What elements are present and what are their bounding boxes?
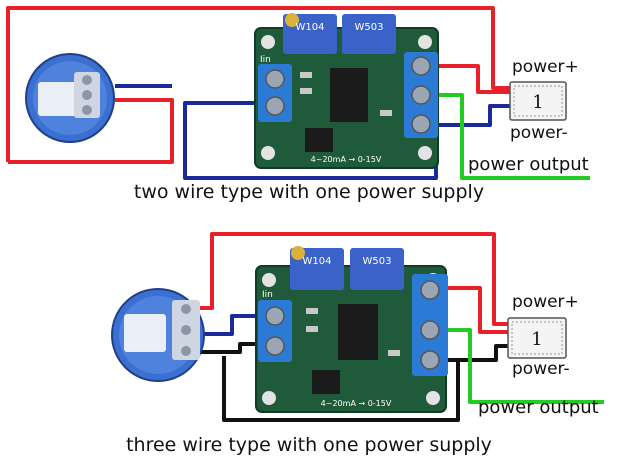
bottom-example: W104 W503 Iin 4~20mA → 0-15V 1 bbox=[111, 232, 604, 422]
bottom-black-wire-sensor bbox=[200, 342, 260, 354]
bottom-input-label: Iin bbox=[262, 290, 273, 300]
bottom-wires bbox=[200, 232, 604, 422]
bottom-pot-right bbox=[350, 248, 404, 290]
bottom-green-wire-output bbox=[433, 328, 604, 404]
top-power-supply-inner bbox=[513, 85, 563, 117]
bottom-sensor-label bbox=[124, 314, 166, 352]
top-output-label: 4~20mA → 0-15V bbox=[311, 155, 382, 164]
bottom-mount-hole-4 bbox=[426, 391, 440, 405]
top-mount-hole-3 bbox=[261, 146, 275, 160]
bottom-power-supply-body bbox=[507, 317, 567, 359]
bottom-power-supply-number: 1 bbox=[531, 329, 542, 350]
bottom-red-wire-sensor bbox=[200, 232, 510, 326]
top-sensor bbox=[25, 53, 115, 143]
top-power-supply-number: 1 bbox=[532, 92, 543, 113]
top-power-output-label: power output bbox=[468, 154, 589, 175]
bottom-power-output-label: power output bbox=[478, 397, 599, 418]
bottom-terminal-right-screw-3 bbox=[420, 350, 440, 370]
top-ic-1 bbox=[330, 68, 368, 122]
bottom-pot-left-label: W104 bbox=[303, 256, 332, 267]
bottom-mount-hole-3 bbox=[262, 391, 276, 405]
bottom-caption: three wire type with one power supply bbox=[126, 434, 492, 456]
bottom-pot-left bbox=[290, 248, 344, 290]
bottom-terminal-left-screw-1 bbox=[265, 306, 285, 326]
bottom-pot-right-label: W503 bbox=[363, 256, 392, 267]
bottom-sensor-screw-1 bbox=[181, 304, 191, 314]
top-terminal-left-screw-2 bbox=[265, 96, 285, 116]
top-mount-hole-1 bbox=[261, 35, 275, 49]
top-power-minus-label: power- bbox=[510, 123, 568, 143]
top-wires bbox=[6, 6, 590, 180]
bottom-terminal-right-screw-2 bbox=[420, 320, 440, 340]
top-red-wire-sensor-out bbox=[8, 98, 174, 164]
top-pot-right bbox=[342, 14, 396, 54]
top-example: W104 W503 Iin 4~20mA → 0-15V 1 bbox=[6, 6, 590, 180]
top-smd-3 bbox=[380, 110, 392, 116]
bottom-ic-2 bbox=[312, 370, 340, 394]
top-pot-knob bbox=[285, 13, 299, 27]
bottom-power-minus-label: power- bbox=[512, 359, 570, 379]
top-sensor-screw-1 bbox=[82, 75, 92, 85]
top-terminal-right-screw-2 bbox=[411, 85, 431, 105]
top-smd-2 bbox=[300, 88, 312, 94]
top-terminal-right-screw-1 bbox=[411, 56, 431, 76]
top-blue-wire-minus bbox=[423, 104, 512, 127]
top-pot-right-label: W503 bbox=[355, 22, 384, 33]
bottom-board: W104 W503 Iin 4~20mA → 0-15V bbox=[255, 246, 448, 413]
bottom-pot-knob bbox=[291, 246, 305, 260]
bottom-sensor bbox=[111, 288, 205, 382]
bottom-output-label: 4~20mA → 0-15V bbox=[321, 399, 392, 408]
bottom-mount-hole-1 bbox=[262, 273, 276, 287]
bottom-black-wire-loop bbox=[222, 356, 460, 422]
top-mount-hole-2 bbox=[418, 35, 432, 49]
top-power-supply: 1 bbox=[509, 81, 567, 121]
top-terminal-right-screw-3 bbox=[411, 114, 431, 134]
top-power-supply-body bbox=[509, 81, 567, 121]
bottom-sensor-screw-2 bbox=[181, 325, 191, 335]
top-red-wire-sensor bbox=[6, 6, 512, 162]
top-pot-left-label: W104 bbox=[296, 22, 325, 33]
top-sensor-screw-3 bbox=[82, 105, 92, 115]
bottom-power-supply: 1 bbox=[507, 317, 567, 359]
bottom-smd-1 bbox=[306, 308, 318, 314]
top-red-wire-board bbox=[423, 64, 512, 94]
top-board: W104 W503 Iin 4~20mA → 0-15V bbox=[254, 13, 439, 169]
top-terminal-left-screw-1 bbox=[265, 69, 285, 89]
bottom-power-supply-inner bbox=[511, 321, 563, 355]
top-sensor-screw-2 bbox=[82, 90, 92, 100]
bottom-smd-2 bbox=[306, 326, 318, 332]
bottom-sensor-screw-3 bbox=[181, 346, 191, 356]
bottom-smd-3 bbox=[388, 350, 400, 356]
bottom-terminal-right-screw-1 bbox=[420, 280, 440, 300]
top-caption: two wire type with one power supply bbox=[133, 181, 485, 203]
top-sensor-label bbox=[38, 82, 78, 116]
bottom-ic-1 bbox=[338, 304, 378, 360]
top-blue-wire-loop bbox=[183, 101, 438, 180]
top-input-label: Iin bbox=[260, 55, 271, 65]
top-smd-1 bbox=[300, 72, 312, 78]
bottom-terminal-left-screw-2 bbox=[265, 336, 285, 356]
top-ic-2 bbox=[305, 128, 333, 152]
top-green-wire-output bbox=[423, 93, 590, 180]
bottom-black-wire-minus bbox=[458, 344, 510, 362]
bottom-power-plus-label: power+ bbox=[512, 292, 579, 312]
bottom-red-wire-board bbox=[433, 286, 510, 334]
top-power-plus-label: power+ bbox=[512, 57, 579, 77]
bottom-blue-wire bbox=[200, 314, 260, 336]
top-mount-hole-4 bbox=[418, 146, 432, 160]
